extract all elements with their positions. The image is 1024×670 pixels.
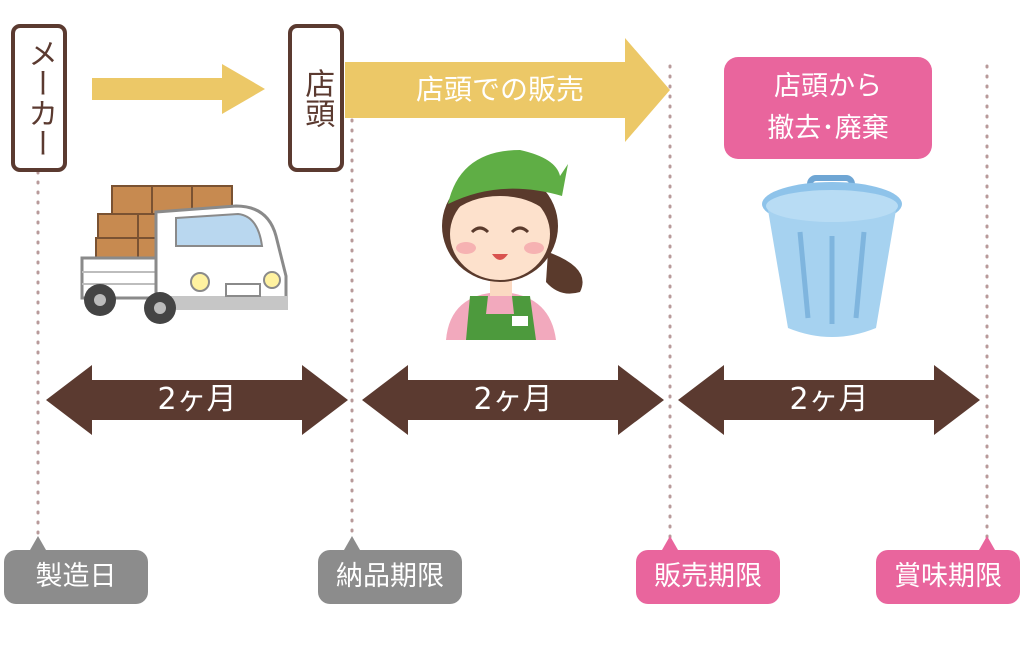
duration-label-1: 2ヶ月: [157, 382, 237, 417]
maker-label: メーカー: [11, 24, 67, 172]
store-label: 店頭: [288, 24, 344, 172]
duration-label-3: 2ヶ月: [789, 382, 869, 417]
duration-arrows: [46, 365, 980, 435]
sales-deadline-badge: 販売期限: [636, 550, 780, 604]
timeline-dividers: [36, 64, 989, 542]
delivery-truck-icon: [80, 185, 288, 324]
duration-arrow-1: [46, 365, 348, 435]
duration-arrow-3: [678, 365, 980, 435]
duration-label-2: 2ヶ月: [473, 382, 553, 417]
manufacture-pointer: [30, 536, 46, 550]
delivery-pointer: [344, 536, 360, 550]
removal-label: 店頭から 撤去･廃棄: [767, 71, 889, 144]
store-sale-label: 店頭での販売: [415, 73, 584, 106]
duration-arrow-2: [362, 365, 664, 435]
best-before-pointer: [979, 536, 995, 550]
maker-to-store-arrow: [92, 64, 265, 114]
best-before-badge: 賞味期限: [876, 550, 1020, 604]
delivery-deadline-badge: 納品期限: [318, 550, 462, 604]
removal-box: [724, 57, 932, 159]
store-clerk-icon: [442, 150, 583, 340]
manufacture-date-badge: 製造日: [4, 550, 148, 604]
store-sale-arrow: [345, 38, 670, 142]
trash-bin-icon: [762, 175, 902, 337]
sales-pointer: [662, 536, 678, 550]
